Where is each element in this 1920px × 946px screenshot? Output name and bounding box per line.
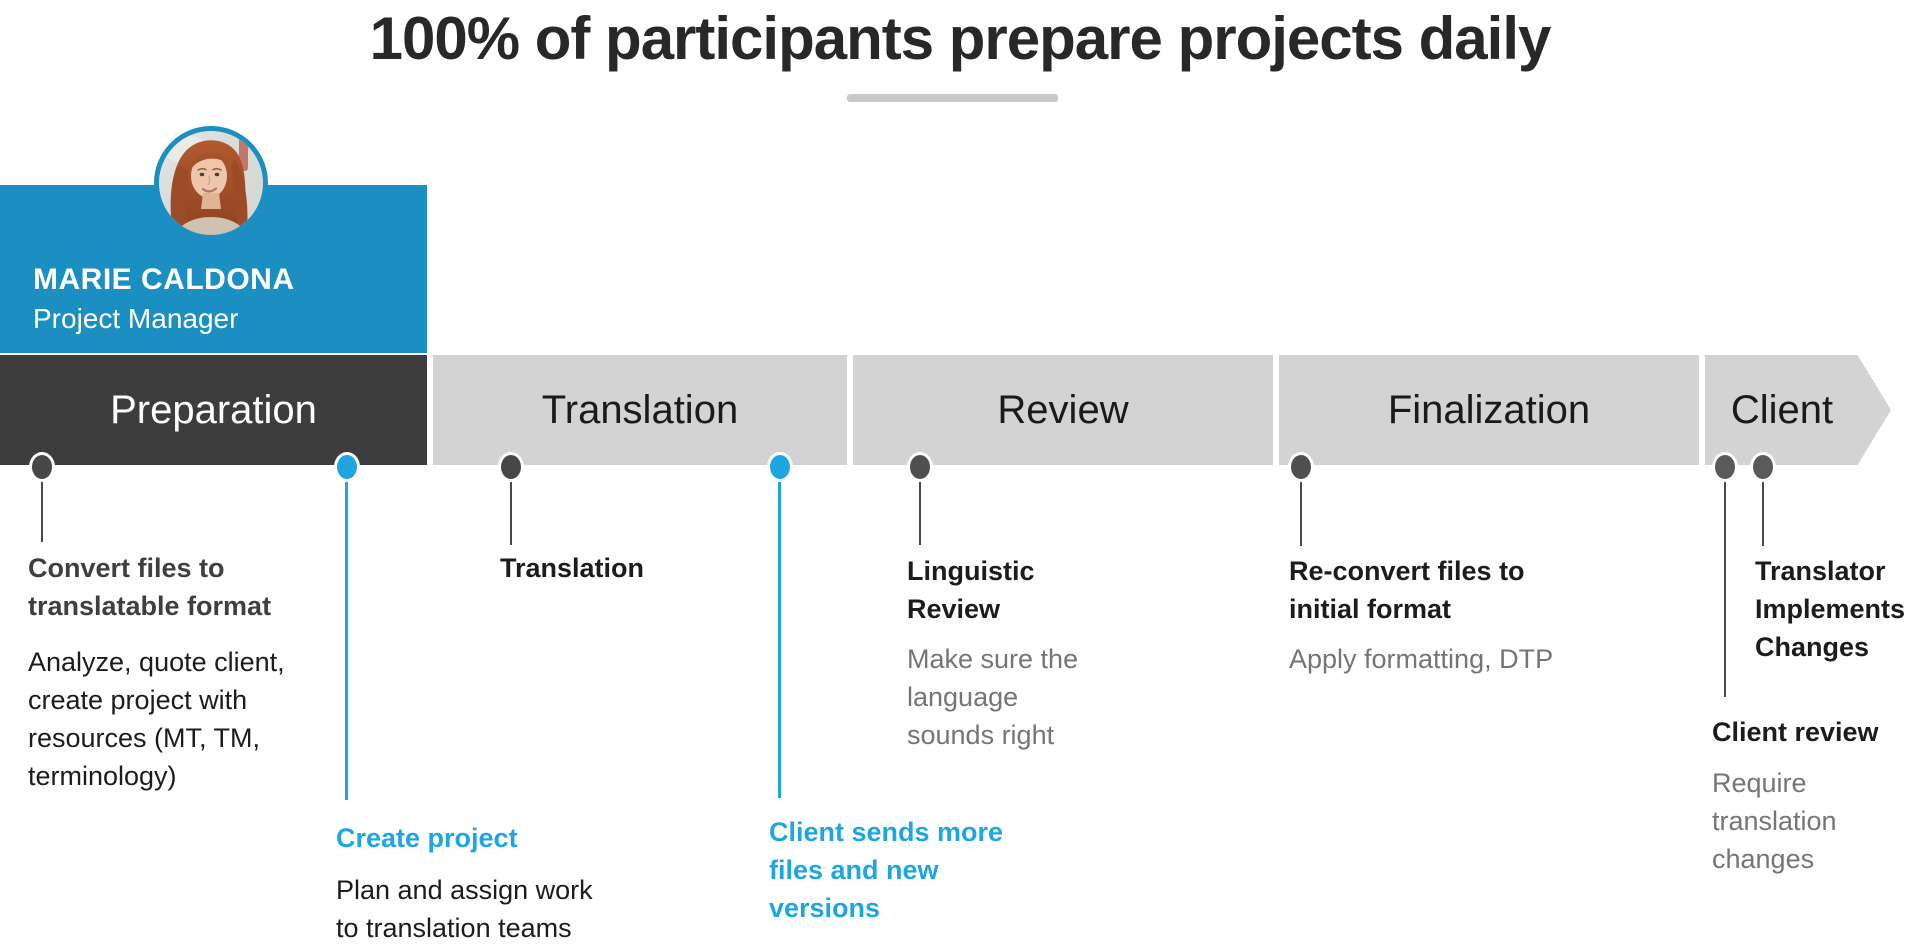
leader-line-client-review (1724, 467, 1726, 697)
leader-line-convert-files (41, 467, 43, 542)
milestone-title: Client review (1712, 717, 1879, 747)
milestone-note-translation: Translation (500, 549, 700, 587)
milestone-note-reconvert-files: Re-convert files to initial format Apply… (1289, 552, 1589, 678)
milestone-title: Create project (336, 823, 518, 853)
avatar (154, 126, 268, 240)
leader-line-create-project (345, 467, 348, 800)
stage-review: Review (853, 355, 1273, 465)
milestone-body: Require translation changes (1712, 768, 1837, 874)
person-name: MARIE CALDONA (33, 263, 295, 296)
milestone-note-client-review: Client review Require translation change… (1712, 713, 1912, 878)
milestone-dot-linguistic-review (907, 452, 933, 482)
milestone-body: Make sure the language sounds right (907, 644, 1079, 750)
milestone-note-translator-implements: Translator Implements Changes (1755, 552, 1920, 666)
title-underline (847, 94, 1058, 102)
stage-label: Translation (541, 387, 739, 432)
milestone-body: Apply formatting, DTP (1289, 644, 1554, 674)
milestone-title: Convert files to translatable format (28, 553, 272, 621)
milestone-note-linguistic-review: Linguistic Review Make sure the language… (907, 552, 1097, 754)
milestone-title: Client sends more files and new versions (769, 817, 1004, 923)
leader-line-translation (510, 467, 512, 545)
milestone-body: Plan and assign work to translation team… (336, 875, 593, 943)
leader-line-client-sends-more (778, 467, 781, 798)
leader-line-linguistic-review (919, 467, 921, 545)
leader-line-translator-implements (1762, 467, 1764, 546)
person-photo-icon (159, 131, 263, 235)
milestone-title: Translation (500, 553, 645, 583)
milestone-dot-create-project (334, 452, 360, 482)
stage-translation: Translation (433, 355, 847, 465)
milestone-dot-client-sends-more (767, 452, 793, 482)
stage-label: Review (997, 387, 1129, 432)
milestone-title: Re-convert files to initial format (1289, 556, 1525, 624)
milestone-title: Translator Implements Changes (1755, 556, 1906, 662)
milestone-dot-reconvert-files (1288, 452, 1314, 482)
milestone-note-create-project: Create project Plan and assign work to t… (336, 819, 616, 946)
stage-finalization: Finalization (1279, 355, 1699, 465)
person-role: Project Manager (33, 303, 239, 334)
milestone-dot-convert-files (29, 452, 55, 482)
leader-line-reconvert-files (1300, 467, 1302, 546)
milestone-note-client-sends-more: Client sends more files and new versions (769, 813, 1009, 927)
stage-label: Finalization (1387, 387, 1591, 432)
stage-label: Client (1730, 387, 1834, 432)
page-title: 100% of participants prepare projects da… (369, 5, 1552, 72)
milestone-body: Analyze, quote client, create project wi… (28, 647, 285, 791)
stage-client: Client (1705, 355, 1891, 465)
milestone-title: Linguistic Review (907, 556, 1035, 624)
milestone-note-convert-files: Convert files to translatable format Ana… (28, 549, 318, 795)
milestone-dot-translator-implements (1750, 452, 1776, 482)
stage-preparation: Preparation (0, 355, 427, 465)
milestone-dot-translation (498, 452, 524, 482)
milestone-dot-client-review (1712, 452, 1738, 482)
stage-label: Preparation (110, 387, 317, 432)
